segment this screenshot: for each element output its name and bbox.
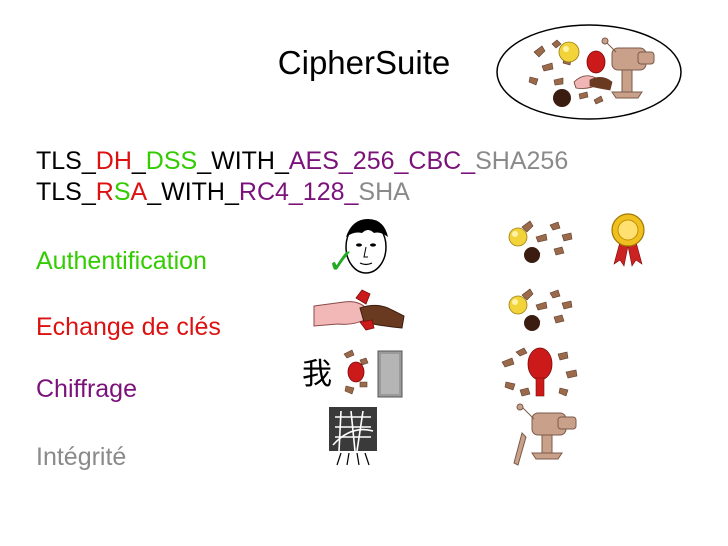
handshake-icon [313,289,405,331]
keyhole-grey-icon [377,350,403,398]
face-with-checkmark-icon: ✓ [327,219,388,277]
suite-part: A [130,178,148,206]
gold-medal-icon [611,213,645,267]
slide-title: CipherSuite [277,44,451,81]
suite-part: _ [131,147,146,175]
category-authentication: Authentification [36,247,207,275]
meat-grinder-collage-icon [496,24,682,120]
category-key-exchange: Echange de clés [36,313,221,341]
meat-grinder-collage-icon [501,347,578,397]
suite-part: R [95,178,114,206]
suite-part: _WITH_ [147,178,239,206]
suite-part: RC4_128_ [238,178,359,206]
suite-part: AES_256_CBC_ [288,147,476,175]
cipher-suite-line-2: TLS_RSA_WITH_RC4_128_SHA [36,180,410,205]
suite-part: TLS_ [36,147,96,175]
scrambled-grid-icon [329,407,377,466]
cipher-suite-line-1: TLS_DH_DSS_WITH_AES_256_CBC_SHA256 [36,149,568,174]
suite-part: _WITH_ [197,147,289,175]
key-attack-collage-icon [508,288,573,331]
key-attack-collage-icon [508,220,573,263]
meat-grinder-icon [513,403,577,466]
cipher-symbol-glyph: 我 [302,357,332,392]
suite-part: DH [95,147,132,175]
suite-part: TLS_ [36,178,96,206]
suite-part: SHA [358,178,410,206]
cipher-glyph-icon: 我 [302,349,369,395]
suite-part: S [113,178,131,206]
category-integrity: Intégrité [36,443,127,471]
suite-part: SHA256 [475,147,569,175]
category-encryption: Chiffrage [36,375,137,403]
check-mark-icon: ✓ [327,242,356,277]
suite-part: DSS [145,147,198,175]
